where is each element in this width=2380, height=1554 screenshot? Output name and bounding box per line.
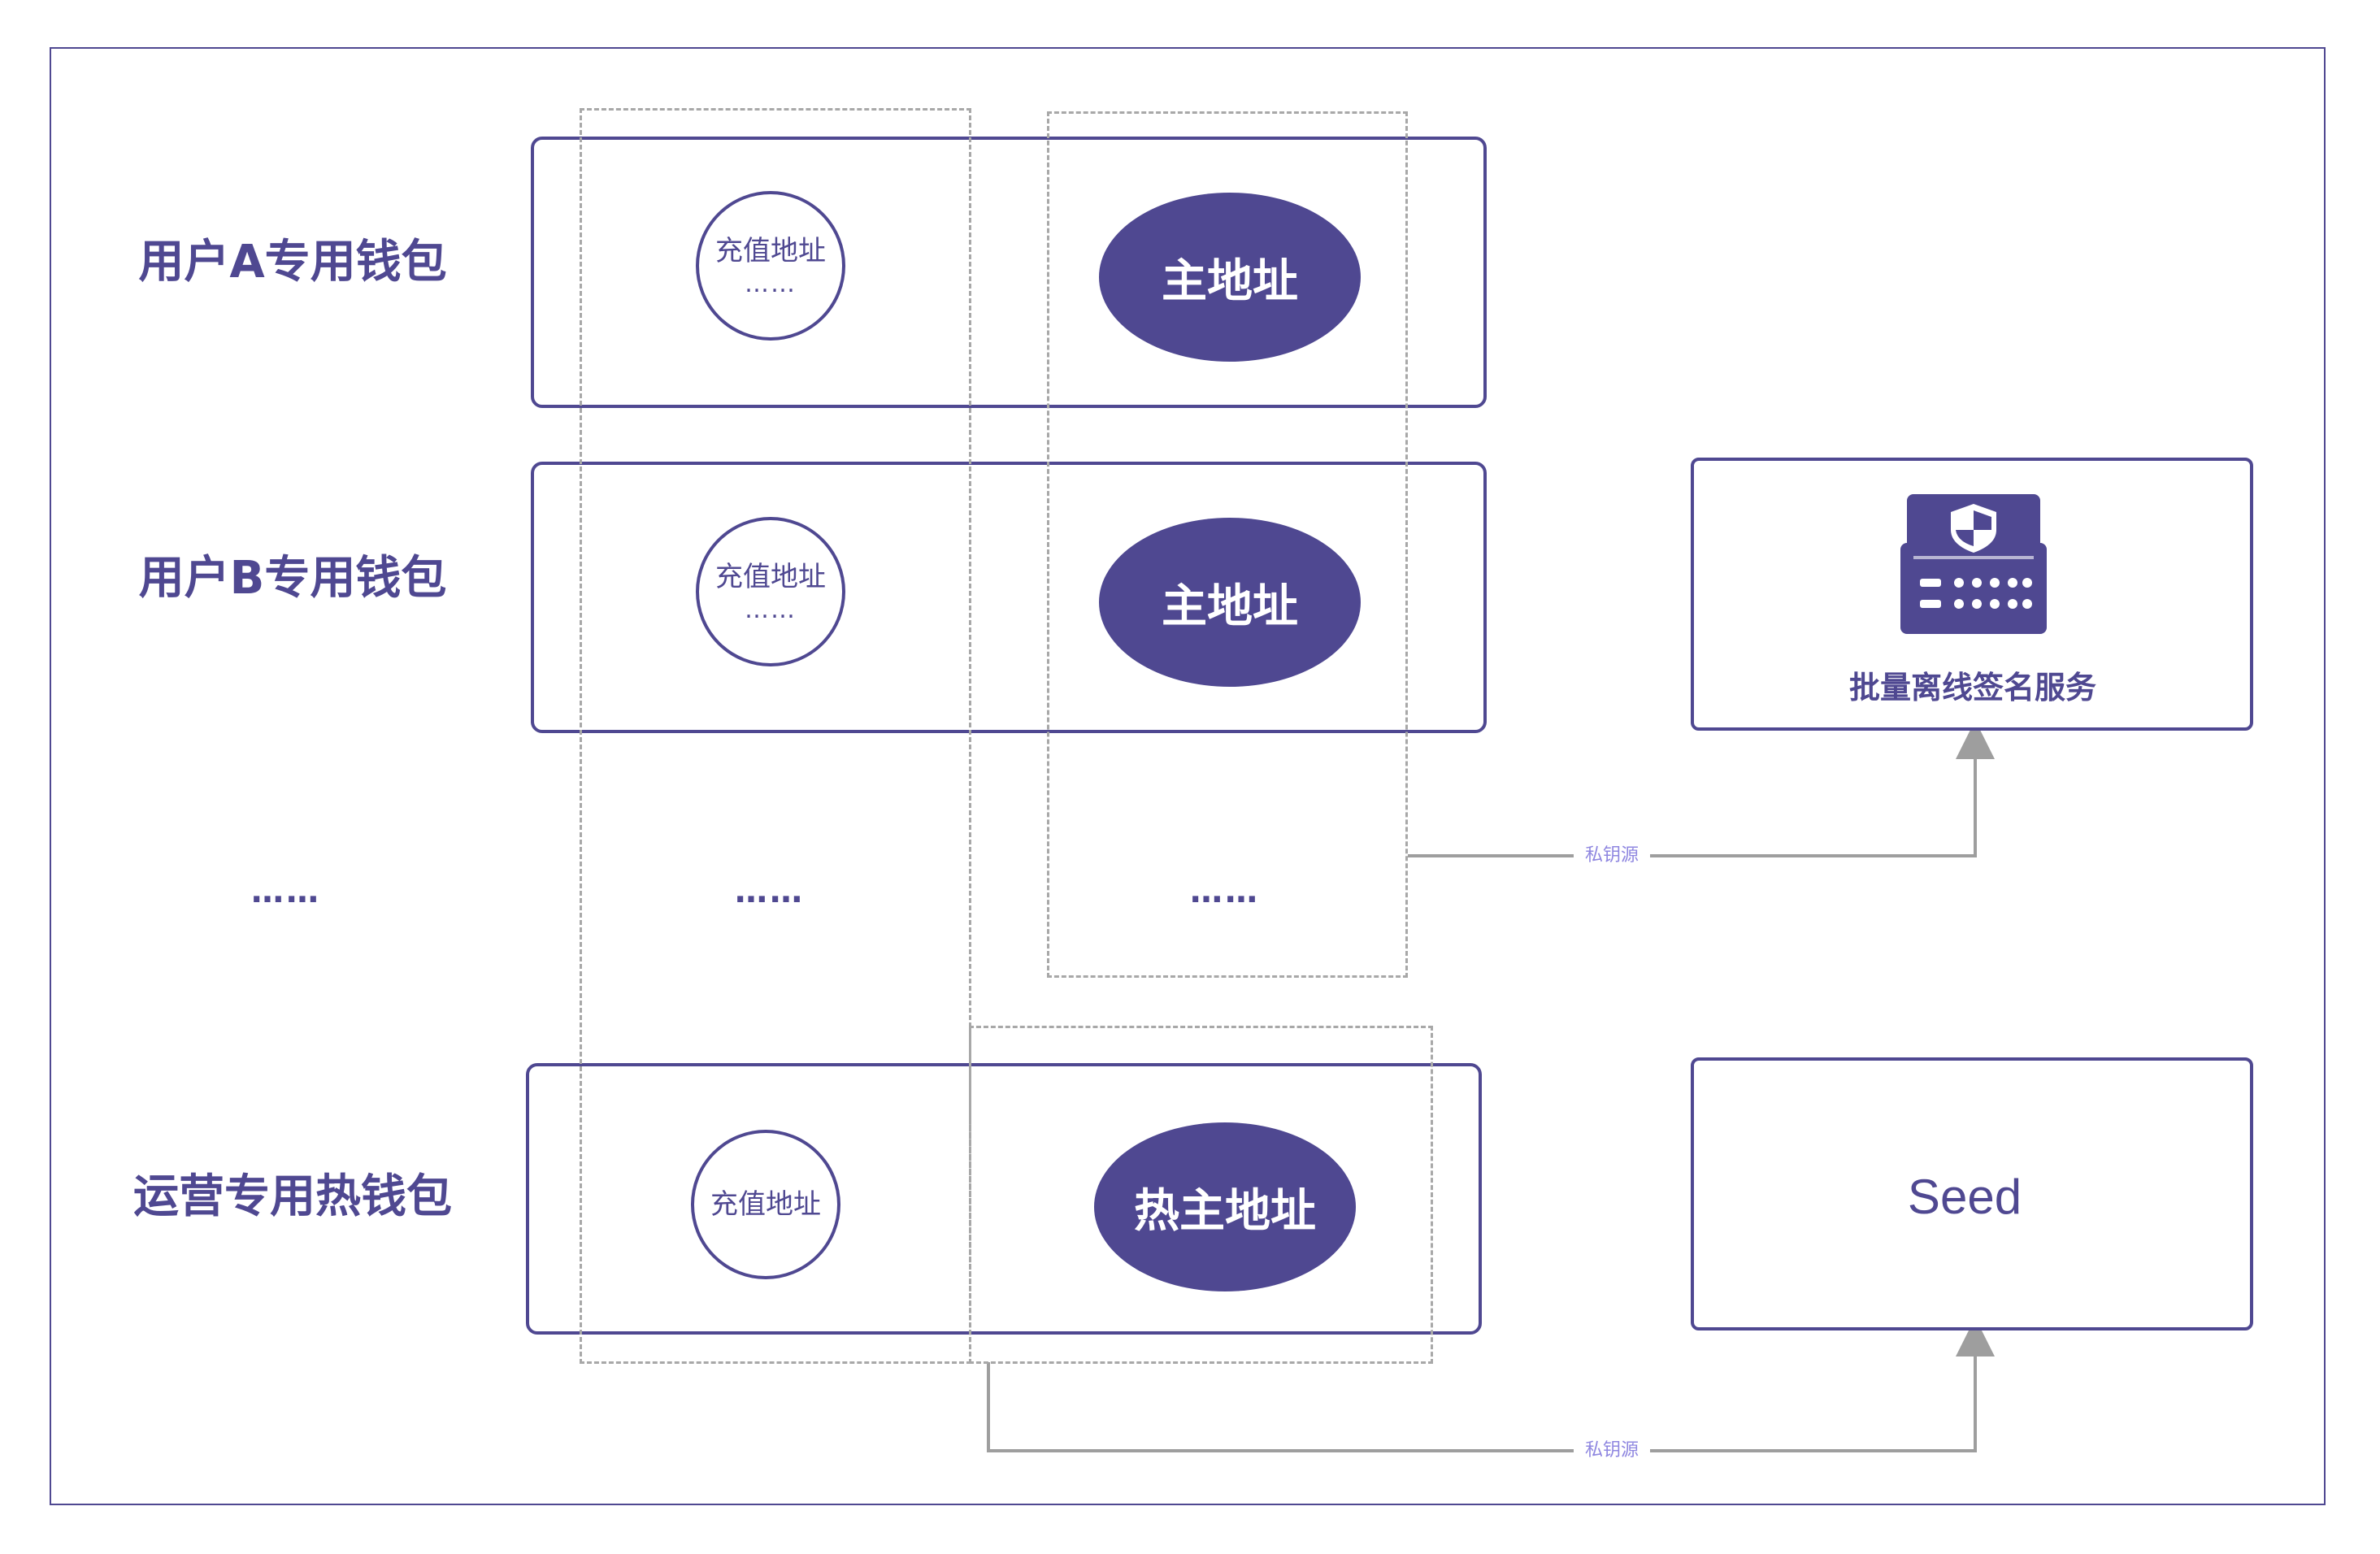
top-connector: [1408, 720, 1995, 857]
deposit-address-group: [580, 108, 971, 1364]
deposit-address-label: 充值地址: [715, 234, 826, 267]
row-label-user-a: 用户A专用钱包: [138, 236, 447, 289]
hot-main-address: 热主地址: [1094, 1122, 1356, 1291]
seed-box: [1691, 1057, 2253, 1330]
wallet-box-user-b: [531, 462, 1487, 733]
main-address-user-a: 主地址: [1099, 193, 1361, 362]
seed-label: Seed: [1907, 1170, 2022, 1224]
deposit-address-more: ……: [745, 596, 797, 625]
main-address-label: 主地址: [1162, 254, 1298, 308]
row-label-more: ……: [251, 873, 321, 910]
bottom-connector-label: 私钥源: [1573, 1442, 1651, 1460]
deposit-address-more-rows: ……: [735, 873, 805, 910]
bottom-connector: [987, 1317, 1995, 1452]
deposit-address-user-a: 充值地址 ……: [696, 191, 845, 341]
top-connector-label: 私钥源: [1573, 847, 1651, 865]
hot-main-address-label: 热主地址: [1134, 1184, 1316, 1238]
deposit-address-more: ……: [745, 270, 797, 299]
main-address-group: [1047, 111, 1408, 978]
main-address-label: 主地址: [1162, 579, 1298, 633]
wallet-box-ops: [526, 1063, 1482, 1335]
wallet-box-user-a: [531, 137, 1487, 408]
row-label-user-b: 用户B专用钱包: [138, 552, 447, 605]
hot-address-group: [969, 1026, 1433, 1364]
deposit-address-label: 充值地址: [715, 560, 826, 593]
deposit-address-user-b: 充值地址 ……: [696, 517, 845, 666]
row-label-ops: 运营专用热钱包: [133, 1170, 452, 1223]
main-address-user-b: 主地址: [1099, 518, 1361, 687]
diagram-frame: [50, 47, 2326, 1505]
main-address-more-rows: ……: [1190, 873, 1260, 910]
signing-service-label: 批量离线签名服务: [1848, 670, 2097, 705]
deposit-address-label: 充值地址: [710, 1187, 821, 1221]
shield-server-icon: [1900, 494, 2047, 634]
deposit-address-ops: 充值地址: [691, 1130, 840, 1279]
